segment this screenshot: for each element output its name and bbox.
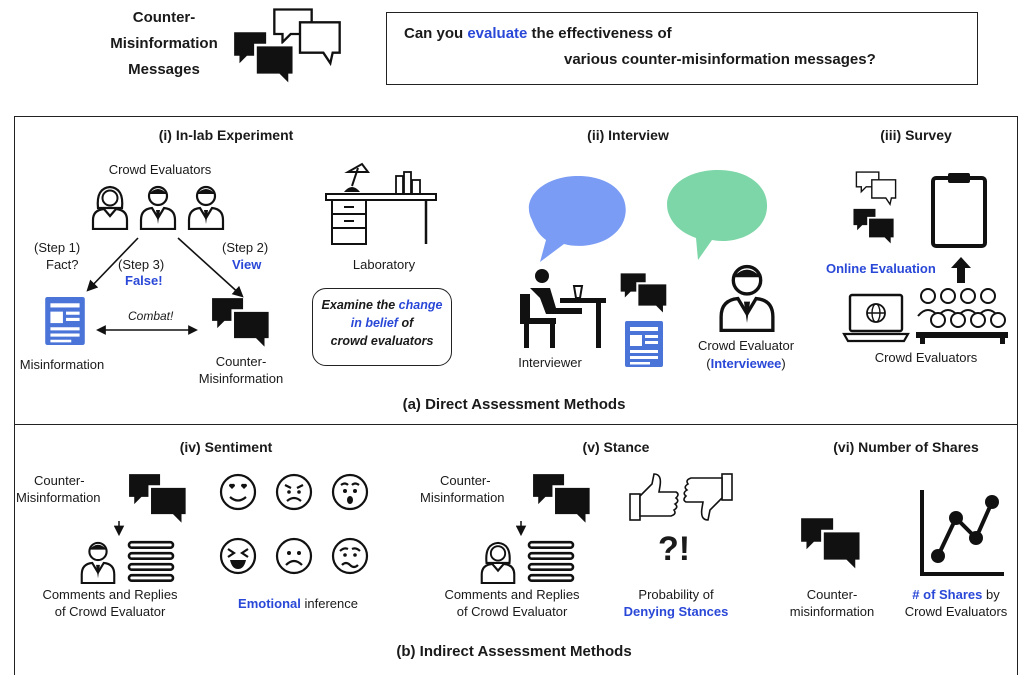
indirect-section-title: (b) Indirect Assessment Methods [396, 643, 632, 660]
clipboard-icon [931, 173, 987, 248]
inlab-counter-line2: Misinformation [198, 371, 284, 386]
interviewee-line2: (Interviewee) [706, 356, 786, 371]
stance-comments-icon [527, 540, 575, 583]
stance-down-arrow [515, 521, 527, 537]
header-title-line1: Counter- [132, 9, 196, 26]
question-box [386, 12, 978, 85]
stance-person-icon [480, 541, 516, 584]
surprised-emoji-icon [331, 473, 369, 511]
speech-bubbles [528, 170, 768, 262]
belief-line1: Examine the change [321, 298, 443, 312]
worried-emoji-icon [331, 537, 369, 575]
sentiment-counter-line2: Misinformation [16, 490, 101, 505]
stance-chat-icon [531, 472, 593, 528]
survey-crowd-label: Crowd Evaluators [874, 350, 978, 365]
shares-trend-icon [920, 490, 1004, 576]
survey-chat-icons [852, 171, 897, 247]
interviewee-icon [719, 264, 775, 332]
sentiment-person-icon [80, 541, 116, 584]
shares-chat-icon [799, 516, 863, 573]
inlab-step3: (Step 3) [118, 257, 165, 272]
survey-title: (iii) Survey [880, 127, 952, 143]
sentiment-title: (iv) Sentiment [179, 439, 273, 455]
sad-emoji-icon [275, 537, 313, 575]
up-arrow-icon [951, 257, 971, 283]
direct-assessment-panel [14, 116, 1018, 425]
indirect-assessment-panel [14, 425, 1018, 675]
audience-icon [916, 288, 1008, 344]
frowning-emoji-icon [275, 473, 313, 511]
laboratory-desk-icon [325, 162, 437, 245]
thumbs-down-icon [683, 473, 733, 521]
stance-comments-line2: of Crowd Evaluator [456, 604, 568, 619]
question-line1: Can you evaluate the effectiveness of [404, 25, 672, 42]
sentiment-down-arrow [113, 521, 125, 537]
inlab-false: False! [125, 273, 163, 288]
interview-title: (ii) Interview [587, 127, 669, 143]
stance-counter-line1: Counter- [440, 473, 491, 488]
interviewer-label: Interviewer [518, 355, 582, 370]
speech-bubble-blue [528, 176, 626, 262]
sentiment-comments-icon [127, 540, 175, 583]
thumbs-icons [629, 473, 733, 521]
stance-symbol: ?! [657, 530, 691, 568]
interview-doc-icon [625, 321, 663, 367]
inlab-misinfo-label: Misinformation [19, 357, 105, 372]
stance-title: (v) Stance [582, 439, 650, 455]
header-title-line2: Misinformation [110, 35, 218, 52]
shares-label-line1: # of Shares by [912, 587, 1000, 602]
belief-box [312, 288, 452, 366]
belief-line3: crowd evaluators [330, 334, 434, 348]
sentiment-chat-icon [127, 472, 189, 528]
inlab-step2: (Step 2) [222, 240, 269, 255]
header-title-line3: Messages [128, 61, 200, 78]
heart-eyes-emoji-icon [219, 473, 257, 511]
sentiment-comments-line2: of Crowd Evaluator [54, 604, 166, 619]
stance-counter-line2: Misinformation [420, 490, 505, 505]
interview-chat-icon [619, 272, 669, 317]
question-line2: various counter-misinformation messages? [564, 51, 876, 68]
shares-counter-line1: Counter- [806, 587, 858, 602]
inlab-counter-line1: Counter- [215, 354, 267, 369]
emotional-inference-label: Emotional inference [238, 596, 358, 611]
inlab-combat: Combat! [128, 309, 174, 323]
stance-comments-line1: Comments and Replies [444, 587, 580, 602]
speech-bubble-green [667, 170, 768, 260]
belief-line2: in belief of [350, 316, 414, 330]
stance-prob-line1: Probability of [638, 587, 714, 602]
inlab-title: (i) In-lab Experiment [158, 127, 294, 143]
shares-counter-line2: misinformation [789, 604, 875, 619]
inlab-view: View [232, 257, 262, 272]
shares-title: (vi) Number of Shares [833, 439, 979, 455]
sentiment-counter-line1: Counter- [34, 473, 85, 488]
misinformation-doc-icon [45, 297, 85, 345]
laboratory-label: Laboratory [352, 257, 416, 272]
thumbs-up-icon [629, 473, 679, 521]
direct-section-title: (a) Direct Assessment Methods [402, 396, 626, 413]
sentiment-comments-line1: Comments and Replies [42, 587, 178, 602]
inlab-step1: (Step 1) [34, 240, 81, 255]
interviewee-line1: Crowd Evaluator [697, 338, 795, 353]
laptop-globe-icon [842, 293, 910, 343]
shares-label-line2: Crowd Evaluators [904, 604, 1008, 619]
emoji-grid [219, 473, 369, 575]
stance-prob-line2: Denying Stances [623, 604, 729, 619]
interviewer-icon [520, 269, 606, 348]
online-evaluation-label: Online Evaluation [826, 261, 936, 276]
counter-misinfo-chat-icon [210, 296, 272, 352]
inlab-crowd-label: Crowd Evaluators [108, 162, 212, 177]
laughing-emoji-icon [219, 537, 257, 575]
inlab-fact: Fact? [46, 257, 79, 272]
